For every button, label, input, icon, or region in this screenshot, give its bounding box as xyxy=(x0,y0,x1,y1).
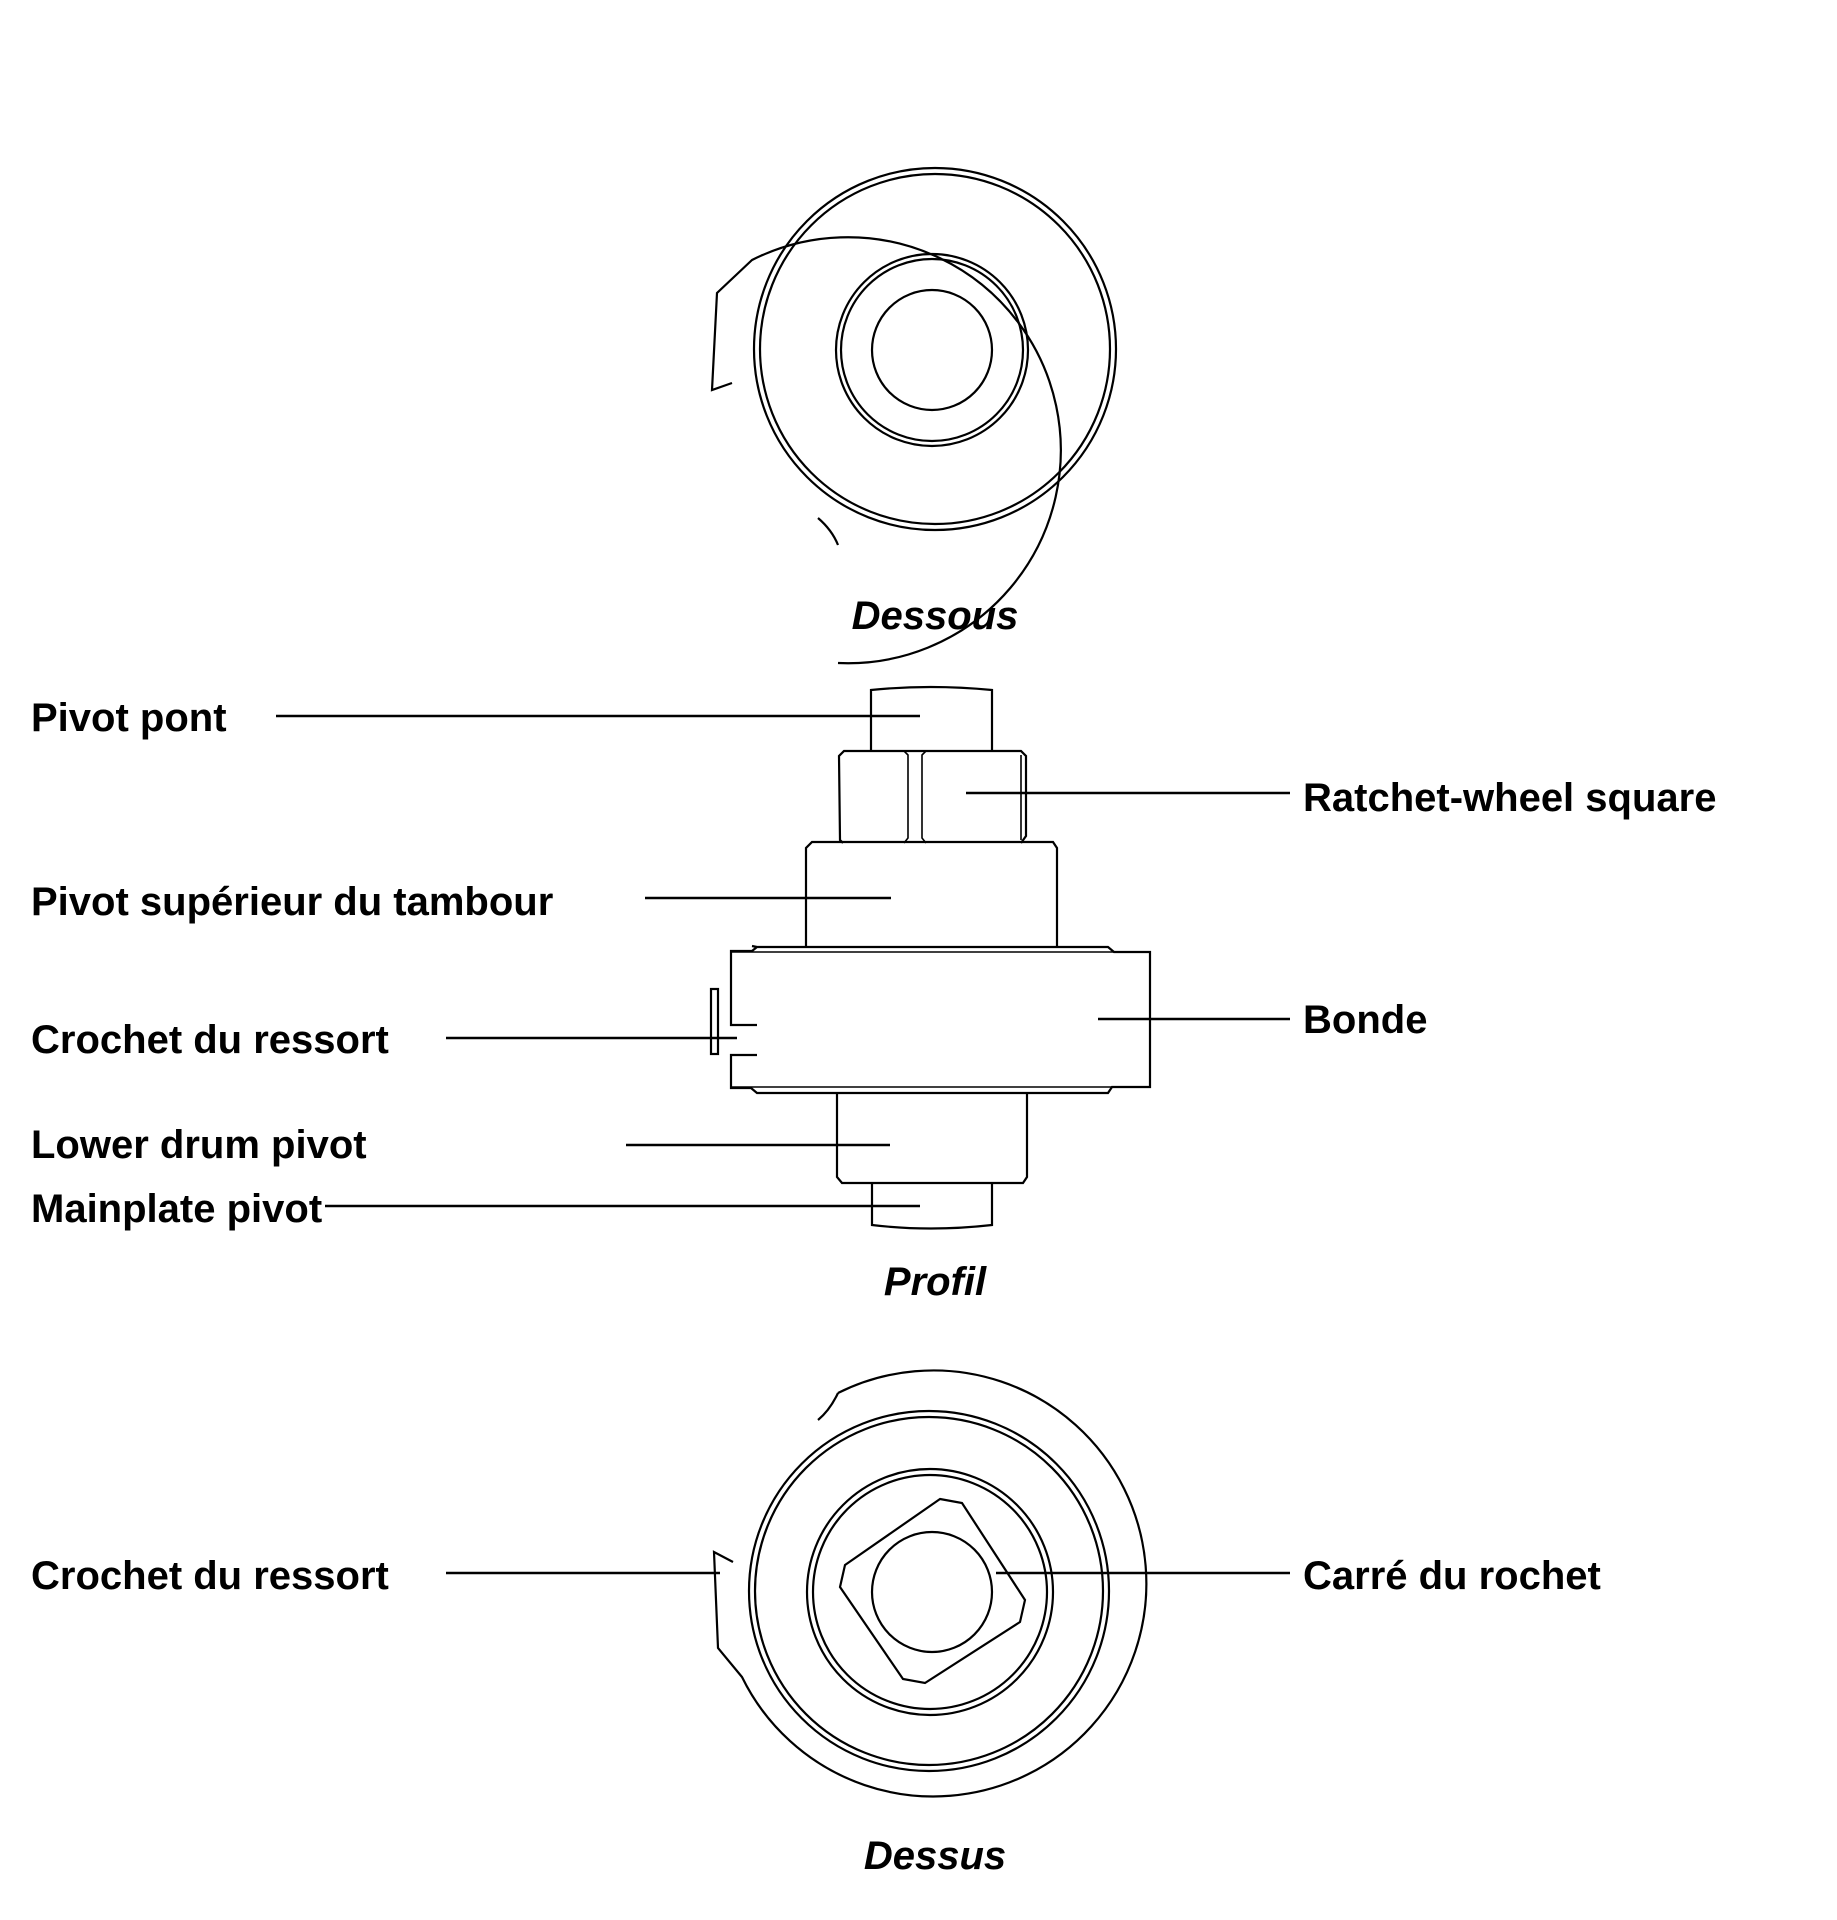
top-drum-ring-outer xyxy=(747,1409,1111,1773)
bottom-drum-ring-outer xyxy=(752,166,1118,532)
caption-bottom-view: Dessous xyxy=(851,594,1019,638)
top-arbor-hole xyxy=(870,1530,994,1654)
profile-lower-drum-pivot xyxy=(835,1093,1029,1185)
bottom-pivot-hole xyxy=(870,288,994,412)
leader-lines xyxy=(276,714,1290,1575)
caption-top-view: Dessus xyxy=(863,1834,1007,1878)
profile-view xyxy=(709,685,1152,1230)
label-pivot-pont: Pivot pont xyxy=(31,696,227,740)
bottom-hub-ring-outer xyxy=(834,252,1030,448)
label-ratchet-square: Ratchet-wheel square xyxy=(1303,776,1717,820)
caption-profile-view: Profil xyxy=(883,1260,987,1304)
profile-spring-hook xyxy=(709,987,720,1056)
bottom-hub-ring-inner xyxy=(839,257,1025,443)
top-hub-ring-inner xyxy=(811,1473,1049,1711)
bottom-view xyxy=(710,140,1118,665)
label-carre-rochet: Carré du rochet xyxy=(1303,1554,1601,1598)
bottom-outer-rim xyxy=(710,236,1062,665)
label-spring-hook-profile: Crochet du ressort xyxy=(31,1018,389,1062)
profile-bridge-pivot xyxy=(869,685,994,752)
bottom-notch xyxy=(817,517,840,546)
top-drum-ring-inner xyxy=(753,1415,1105,1767)
label-bonde: Bonde xyxy=(1303,998,1428,1042)
top-outer-rim xyxy=(712,1369,1148,1798)
label-spring-hook-top: Crochet du ressort xyxy=(31,1554,389,1598)
label-mainplate-pivot: Mainplate pivot xyxy=(31,1187,323,1231)
top-ratchet-square xyxy=(838,1497,1027,1685)
profile-square-flat xyxy=(903,750,1022,844)
top-hub-ring-outer xyxy=(805,1467,1055,1717)
top-view xyxy=(712,1369,1148,1798)
profile-ratchet-square xyxy=(837,749,1028,844)
bottom-drum-ring-inner xyxy=(758,172,1112,526)
profile-barrel-drum xyxy=(729,944,1152,1095)
top-notch xyxy=(817,1392,839,1421)
profile-upper-drum-pivot xyxy=(804,840,1059,947)
label-upper-drum-pivot: Pivot supérieur du tambour xyxy=(31,880,554,924)
profile-mainplate-pivot xyxy=(870,1183,994,1230)
label-lower-drum-pivot: Lower drum pivot xyxy=(31,1123,367,1167)
bottom-rim-notch xyxy=(745,140,940,252)
